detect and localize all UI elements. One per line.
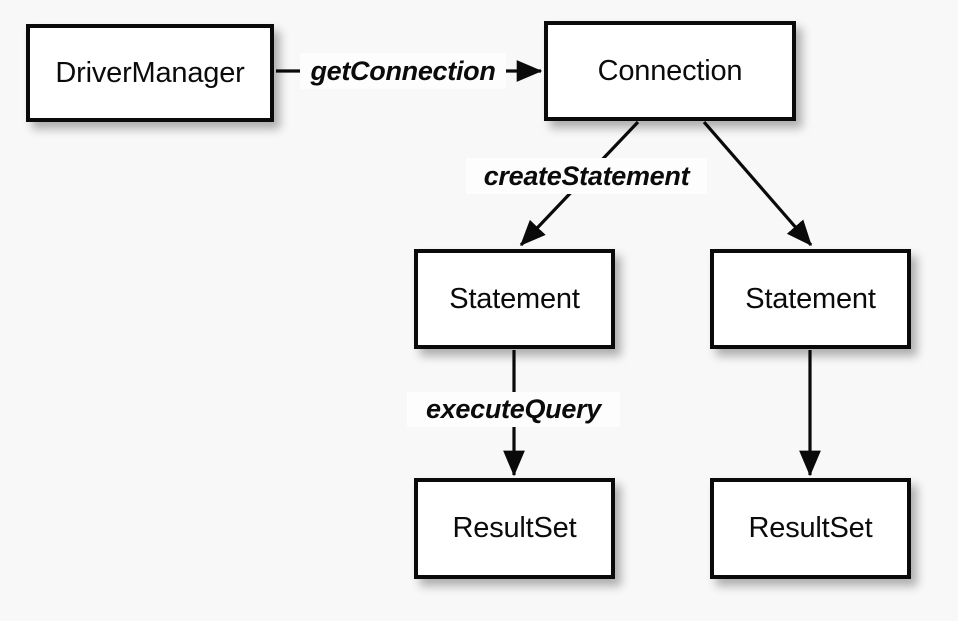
node-label-connection: Connection bbox=[597, 54, 743, 87]
node-label-result-set-right: ResultSet bbox=[748, 512, 873, 544]
node-connection[interactable]: Connection bbox=[544, 21, 796, 121]
node-statement-right[interactable]: Statement bbox=[710, 249, 911, 349]
node-label-statement-right: Statement bbox=[745, 282, 876, 315]
node-statement-left[interactable]: Statement bbox=[414, 249, 615, 349]
edge-label-get-connection: getConnection bbox=[300, 53, 506, 89]
node-label-result-set-left: ResultSet bbox=[452, 512, 577, 544]
node-result-set-right[interactable]: ResultSet bbox=[710, 478, 911, 579]
node-result-set-left[interactable]: ResultSet bbox=[414, 478, 615, 579]
edge-label-create-statement: createStatement bbox=[466, 158, 707, 194]
edge-connection-to-statement-right bbox=[702, 120, 813, 247]
node-label-statement-left: Statement bbox=[449, 282, 580, 315]
node-driver-manager[interactable]: DriverManager bbox=[26, 24, 274, 122]
node-label-driver-manager: DriverManager bbox=[55, 56, 245, 89]
edge-label-execute-query: executeQuery bbox=[407, 392, 620, 427]
